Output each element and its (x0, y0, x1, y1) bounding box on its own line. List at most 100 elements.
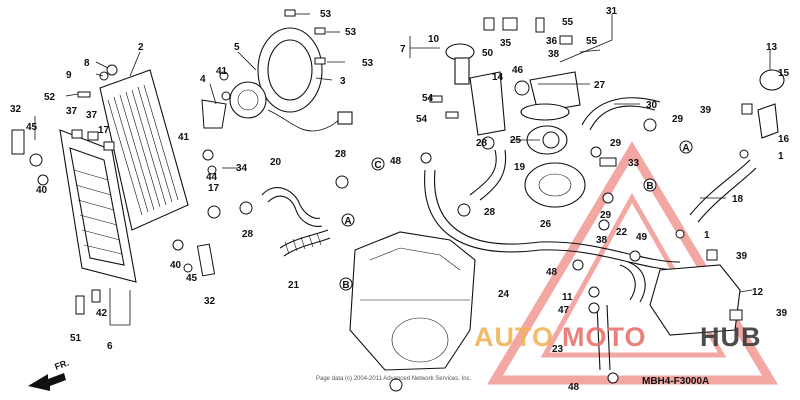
label-32: 32 (10, 104, 22, 115)
front-direction-arrow: FR. (28, 358, 70, 391)
label-54: 54 (422, 93, 434, 104)
svg-text:AUTO: AUTO (474, 322, 554, 352)
svg-text:B: B (342, 280, 349, 291)
label-47: 47 (558, 305, 570, 316)
label-17: 17 (98, 125, 110, 136)
svg-text:FR.: FR. (53, 358, 70, 372)
svg-text:C: C (374, 160, 381, 171)
label-35: 35 (500, 38, 512, 49)
part-labels: 2 8 9 52 32 45 37 37 17 40 51 42 6 5 4 4… (10, 6, 790, 393)
label-27: 27 (594, 80, 606, 91)
label-4: 4 (200, 74, 206, 85)
ref-mark-b-2 (643, 178, 657, 192)
label-14: 14 (492, 72, 504, 83)
svg-text:B: B (646, 181, 653, 192)
label-21: 21 (288, 280, 300, 291)
label-28c: 28 (476, 138, 488, 149)
label-17b: 17 (208, 183, 220, 194)
label-10: 10 (428, 34, 440, 45)
label-29b: 29 (610, 138, 622, 149)
copyright-text: Page data (c) 2004-2011 Advanced Network… (316, 376, 472, 382)
label-42: 42 (96, 308, 108, 319)
label-39b: 39 (736, 251, 748, 262)
label-2: 2 (138, 42, 144, 53)
label-54b: 54 (416, 114, 428, 125)
label-37: 37 (66, 106, 78, 117)
reserve-tank (649, 264, 741, 336)
label-12: 12 (752, 287, 764, 298)
label-28: 28 (335, 149, 347, 160)
label-33: 33 (628, 158, 640, 169)
ref-mark-a (341, 213, 355, 227)
label-45: 45 (26, 122, 38, 133)
label-11: 11 (562, 292, 573, 303)
label-6: 6 (107, 341, 113, 352)
label-34: 34 (236, 163, 248, 174)
label-39c: 39 (776, 308, 788, 319)
leader-lines (34, 13, 771, 326)
engine-outline (349, 231, 476, 371)
svg-text:A: A (682, 143, 689, 154)
label-22: 22 (616, 227, 628, 238)
label-46: 46 (512, 65, 524, 76)
fasteners (11, 9, 753, 384)
label-45b: 45 (186, 273, 198, 284)
ref-mark-c (371, 157, 385, 171)
label-40b: 40 (170, 260, 182, 271)
label-26: 26 (540, 219, 552, 230)
ref-mark-b (339, 277, 353, 291)
label-28b: 28 (242, 229, 254, 240)
water-pipe-filler-neck (445, 43, 506, 136)
label-8: 8 (84, 58, 90, 69)
label-18: 18 (732, 194, 744, 205)
label-39: 39 (700, 105, 712, 116)
label-1: 1 (778, 151, 784, 162)
ref-mark-c-2 (389, 378, 403, 392)
label-50: 50 (482, 48, 494, 59)
label-3: 3 (340, 76, 346, 87)
label-23: 23 (552, 344, 564, 355)
ref-mark-a-2 (679, 140, 693, 154)
label-52: 52 (44, 92, 56, 103)
svg-text:A: A (344, 216, 351, 227)
label-28d: 28 (484, 207, 496, 218)
label-15: 15 (778, 68, 790, 79)
label-20: 20 (270, 157, 282, 168)
short-hoses (261, 187, 331, 257)
label-9: 9 (66, 70, 72, 81)
svg-text:HUB: HUB (700, 322, 762, 352)
hoses (424, 97, 757, 371)
label-53c: 53 (362, 58, 374, 69)
label-25: 25 (510, 135, 522, 146)
fan-motor-assembly (229, 27, 353, 132)
label-48: 48 (390, 156, 402, 167)
radiator-grille (59, 129, 137, 283)
label-51: 51 (70, 333, 82, 344)
label-29: 29 (672, 114, 684, 125)
tank-cap-fitting (757, 69, 785, 139)
label-48c: 48 (568, 382, 580, 393)
label-5: 5 (234, 42, 240, 53)
label-31: 31 (606, 6, 618, 17)
label-38b: 38 (596, 235, 608, 246)
label-41b: 41 (178, 132, 190, 143)
label-37b: 37 (86, 110, 98, 121)
label-38: 38 (548, 49, 560, 60)
label-40: 40 (36, 185, 48, 196)
label-53: 53 (320, 9, 332, 20)
label-55: 55 (562, 17, 574, 28)
label-41: 41 (216, 66, 228, 77)
label-13: 13 (766, 42, 778, 53)
label-29c: 29 (600, 210, 612, 221)
watermark-logo: AUTO MOTO HUB (474, 322, 762, 352)
label-32b: 32 (204, 296, 216, 307)
label-36: 36 (546, 36, 558, 47)
label-53b: 53 (345, 27, 357, 38)
radiator-core (99, 69, 189, 231)
label-49: 49 (636, 232, 648, 243)
label-55b: 55 (586, 36, 598, 47)
diagram-code: MBH4-F3000A (642, 376, 709, 387)
label-19: 19 (514, 162, 526, 173)
svg-text:MOTO: MOTO (562, 322, 647, 352)
